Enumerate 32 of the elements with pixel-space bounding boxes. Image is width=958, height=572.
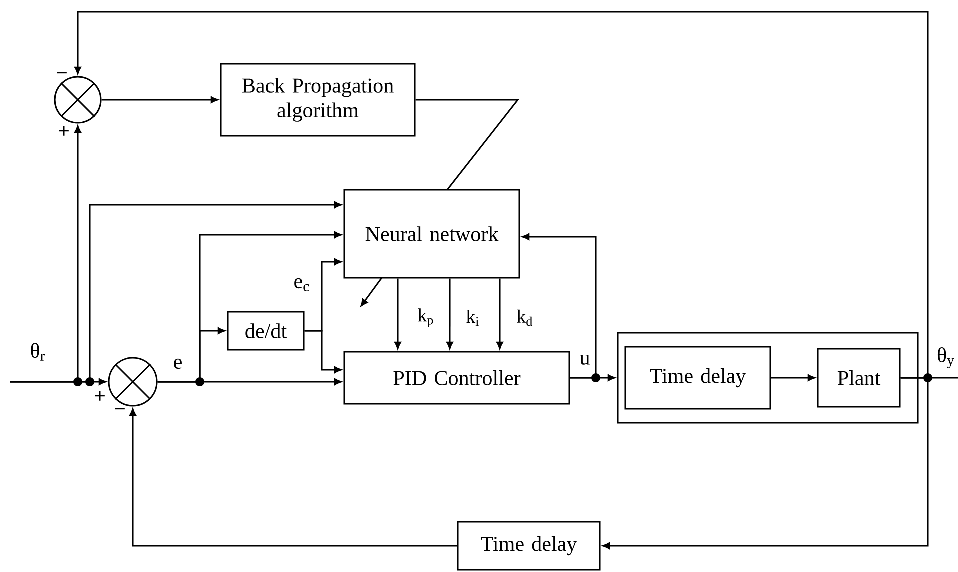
arrow xyxy=(394,278,402,350)
edge-label: θ$_{y}$ xyxy=(938,348,954,368)
sign-label: − xyxy=(115,408,125,410)
arrow xyxy=(158,328,226,383)
edge-label: θ$_{r}$ xyxy=(31,343,46,361)
group-box xyxy=(617,332,919,424)
arrow xyxy=(102,96,218,104)
edge-label: e$_{c}$ xyxy=(294,278,310,292)
algorithm-box: Back Propagation algorithm xyxy=(220,63,416,137)
delay-box: Time delay xyxy=(624,346,772,410)
derivative-box: de/dt xyxy=(227,311,305,351)
network-box: Neural network xyxy=(344,189,520,279)
summing-junction xyxy=(54,76,102,124)
edge-label: k$_{i}$ xyxy=(466,310,479,326)
sign-label: − xyxy=(57,72,67,74)
arrow xyxy=(304,330,342,374)
arrow xyxy=(130,408,458,547)
edge-label: k$_{p}$ xyxy=(418,308,434,328)
sign-label: + xyxy=(95,391,105,401)
edge-label: e xyxy=(174,358,182,370)
summing-junction xyxy=(108,357,158,407)
delay-box: Time delay xyxy=(457,521,601,571)
sign-label: + xyxy=(59,126,69,136)
arrow xyxy=(496,278,504,350)
arrow xyxy=(10,202,342,383)
arrow xyxy=(446,278,454,350)
arrow xyxy=(771,374,816,382)
plant-box: Plant xyxy=(817,348,901,408)
edge-label: u xyxy=(580,355,590,365)
edge-label: k$_{d}$ xyxy=(517,310,533,326)
controller-box: PID Controller xyxy=(344,351,570,405)
arrow xyxy=(522,234,597,379)
